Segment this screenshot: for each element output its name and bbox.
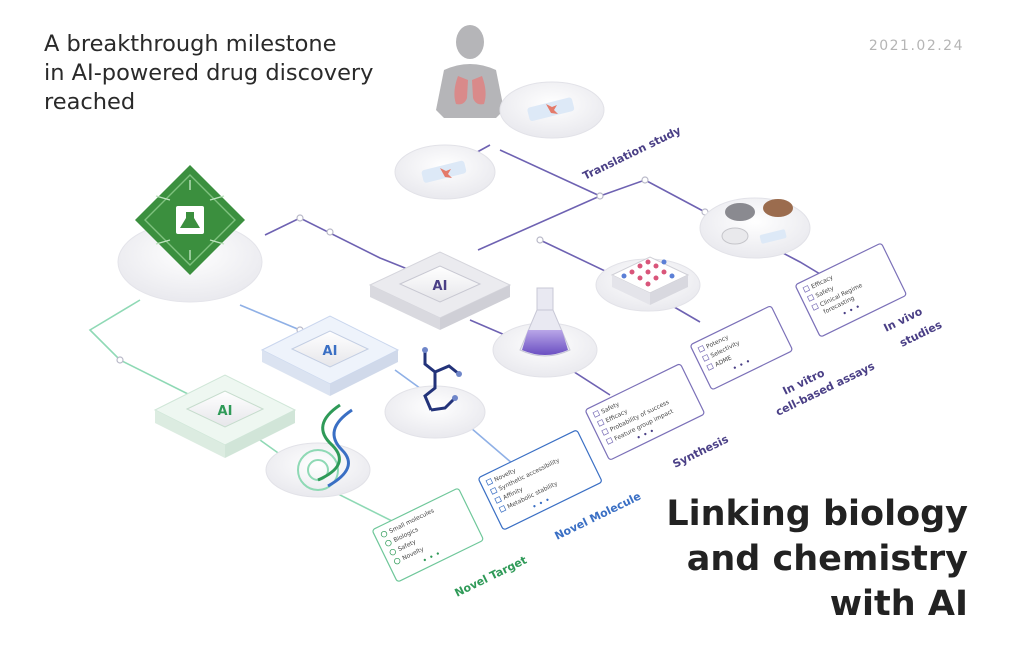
card-synthesis: Safety Efficacy Probability of success F… (585, 363, 705, 460)
headline-line-2: in AI-powered drug discovery (44, 60, 374, 86)
ai-chip-purple-label: AI (433, 279, 448, 294)
stage-label-novel-target: Novel Target (453, 554, 529, 600)
connector-trunk (477, 179, 706, 251)
ai-chip-purple: AI (368, 251, 512, 330)
connector-translation-branch (499, 149, 601, 197)
translation-plate-upper (499, 81, 605, 139)
date-label: 2021.02.24 (868, 38, 964, 54)
card-molecule: Novelty Synthetic accessibility Affinity… (478, 430, 602, 530)
connector-green-left (88, 299, 201, 401)
ai-chip-blue-label: AI (323, 344, 338, 359)
headline-line-1: A breakthrough milestone (44, 31, 337, 57)
molecule-icon (384, 347, 486, 439)
connector-ai-top-left (264, 217, 411, 271)
stage-label-synthesis: Synthesis (671, 432, 731, 470)
rats-icon (699, 197, 811, 259)
headline: A breakthrough milestone in AI-powered d… (44, 30, 424, 117)
well-plate-icon (595, 256, 701, 312)
ai-chip-blue: AI (260, 315, 400, 396)
stage-label-translation: Translation study (581, 124, 683, 183)
ai-chip-logo (117, 165, 263, 303)
card-invitro: Potency Selectivity ADME • • • (690, 305, 793, 390)
ai-chip-green: AI (153, 374, 297, 458)
tagline: Linking biology and chemistry with AI (666, 492, 968, 627)
tagline-line-2: and chemistry (686, 539, 968, 579)
dna-target-icon (265, 403, 371, 498)
human-lungs-icon (436, 25, 504, 118)
card-target: Small molecules Biologics Safety Novelty… (372, 488, 484, 582)
tagline-line-3: with AI (829, 584, 968, 624)
headline-line-3: reached (44, 89, 136, 115)
ai-chip-green-label: AI (218, 404, 233, 419)
card-invivo: Efficacy Safety Clinical Regime forecast… (795, 243, 907, 337)
flask-icon (492, 287, 598, 378)
tagline-line-1: Linking biology (666, 494, 968, 534)
translation-plate-lower (394, 144, 496, 200)
